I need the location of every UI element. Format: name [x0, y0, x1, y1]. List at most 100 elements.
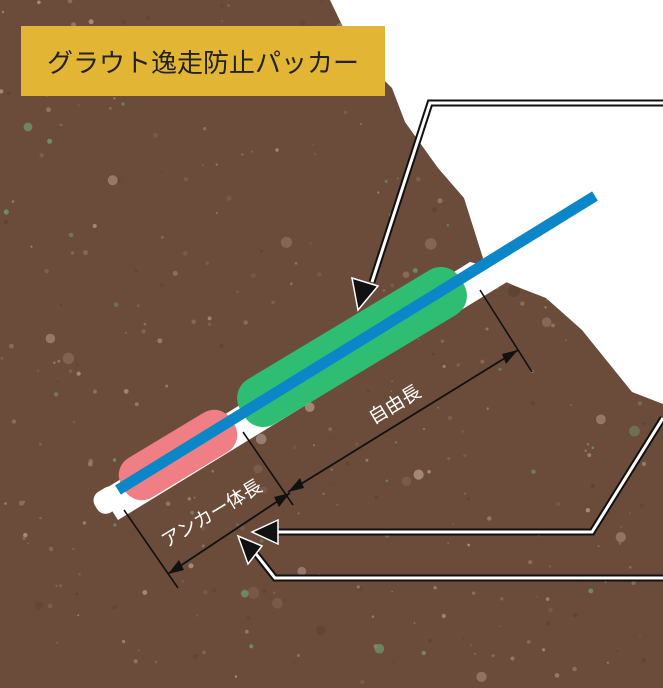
ground-speckle: [374, 495, 379, 500]
ground-speckle: [47, 138, 53, 144]
ground-speckle: [570, 404, 572, 406]
ground-speckle: [293, 662, 296, 665]
ground-speckle: [203, 590, 208, 595]
ground-speckle: [165, 501, 171, 507]
ground-speckle: [320, 0, 324, 3]
ground-speckle: [413, 622, 416, 624]
ground-speckle: [526, 640, 531, 644]
ground-speckle: [448, 415, 453, 420]
ground-speckle: [1, 10, 5, 14]
ground-speckle: [107, 175, 118, 186]
ground-speckle: [631, 580, 636, 586]
ground-speckle: [330, 468, 333, 471]
ground-speckle: [576, 300, 583, 306]
ground-speckle: [59, 303, 63, 307]
ground-speckle: [544, 77, 546, 80]
ground-speckle: [124, 331, 128, 334]
ground-speckle: [389, 61, 393, 65]
ground-speckle: [253, 464, 263, 474]
ground-speckle: [551, 323, 555, 328]
ground-speckle: [374, 643, 385, 654]
ground-speckle: [556, 11, 558, 14]
ground-speckle: [366, 389, 371, 393]
ground-speckle: [480, 359, 485, 364]
ground-speckle: [652, 72, 657, 78]
ground-speckle: [463, 454, 467, 458]
ground-speckle: [201, 164, 204, 166]
ground-speckle: [77, 614, 80, 617]
free-length-line: [287, 349, 519, 493]
ground-speckle: [67, 0, 73, 4]
ground-speckle: [505, 6, 511, 12]
ground-speckle: [75, 363, 79, 367]
ground-speckle: [39, 516, 42, 520]
anchor-callout-arrow-lower: [236, 534, 663, 582]
ground-speckle: [46, 107, 51, 113]
ground-speckle: [629, 238, 634, 243]
ground-speckle: [586, 442, 590, 446]
ground-speckle: [246, 616, 252, 621]
ground-speckle: [260, 486, 268, 494]
ground-speckle: [390, 660, 394, 664]
ground-speckle: [336, 503, 339, 506]
ground-speckle: [356, 585, 360, 589]
ground-speckle: [240, 589, 249, 598]
ground-speckle: [461, 9, 466, 14]
ground-speckle: [154, 660, 158, 664]
ground-speckle: [23, 532, 28, 538]
ground-speckle: [587, 453, 592, 458]
ground-speckle: [559, 154, 563, 158]
ground-speckle: [236, 523, 239, 526]
ground-speckle: [294, 261, 298, 265]
ground-speckle: [596, 414, 606, 425]
ground-speckle: [88, 458, 94, 464]
ground-speckle: [647, 152, 650, 156]
ground-speckle: [37, 369, 40, 373]
ground-speckle: [565, 339, 567, 342]
ground-speckle: [92, 223, 97, 229]
ground-speckle: [292, 445, 297, 450]
ground-speckle: [479, 57, 483, 61]
ground-speckle: [499, 625, 502, 627]
ground-speckle: [461, 636, 465, 640]
ground-speckle: [11, 419, 17, 424]
ground-speckle: [477, 25, 482, 31]
ground-speckle: [234, 675, 238, 678]
ground-speckle: [243, 320, 248, 325]
ground-speckle: [358, 10, 362, 14]
ground-speckle: [27, 542, 29, 545]
ground-speckle: [134, 269, 139, 273]
ground-speckle: [468, 108, 471, 111]
ground-speckle: [365, 458, 369, 462]
ground-speckle: [525, 131, 528, 134]
ground-speckle: [542, 648, 546, 652]
ground-speckle: [297, 566, 307, 576]
ground-speckle: [391, 590, 394, 593]
free-length-arrowhead-end: [502, 350, 518, 364]
ground-speckle: [56, 380, 59, 383]
ground-speckle: [92, 389, 97, 394]
ground-speckle: [591, 446, 595, 450]
ground-speckle: [517, 250, 520, 253]
ground-speckle: [202, 650, 206, 655]
ground-speckle: [31, 677, 34, 679]
ground-speckle: [608, 209, 614, 215]
ground-speckle: [628, 512, 631, 515]
ground-speckle: [532, 83, 538, 88]
ground-speckle: [442, 364, 446, 368]
ground-speckle: [417, 338, 420, 341]
ground-speckle: [317, 272, 322, 277]
ground-speckle: [142, 590, 148, 595]
ground-speckle: [412, 268, 418, 273]
ground-speckle: [643, 320, 647, 323]
ground-speckle: [530, 217, 532, 219]
ground-speckle: [77, 104, 81, 107]
ground-speckle: [201, 544, 205, 548]
ground-speckle: [554, 673, 560, 678]
ground-speckle: [531, 469, 536, 474]
packer-callout-arrow: [351, 99, 663, 312]
ground-speckle: [498, 367, 502, 371]
ground-speckle: [585, 254, 588, 257]
ground-speckle: [606, 661, 609, 664]
ground-speckle: [642, 461, 646, 466]
